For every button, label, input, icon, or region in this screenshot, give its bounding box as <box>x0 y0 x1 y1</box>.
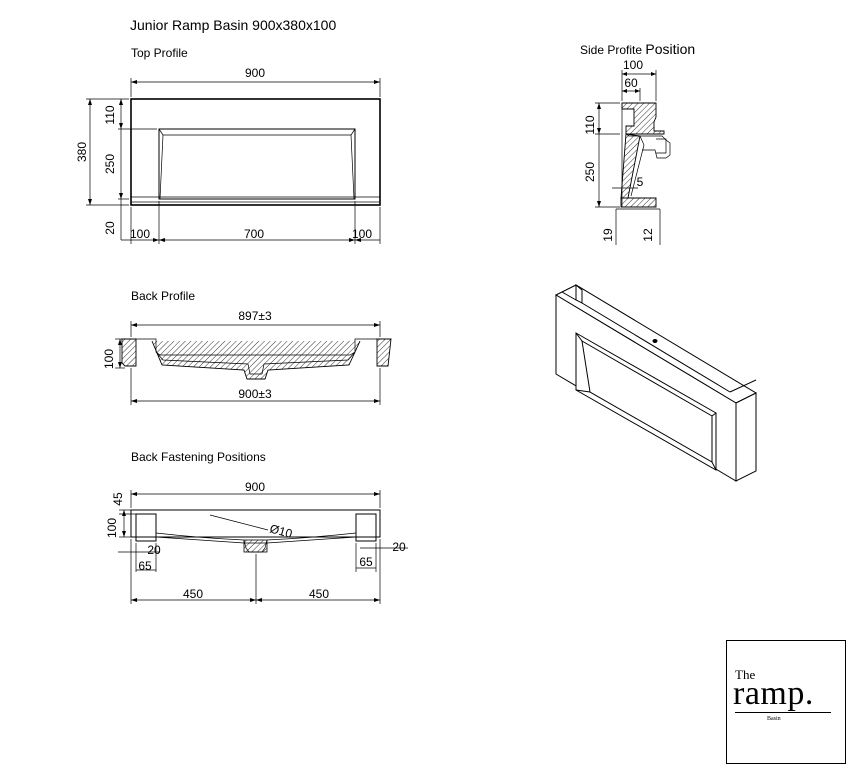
dim-top-rim: 110 <box>103 105 117 124</box>
dim-top-bowl-width: 700 <box>244 227 264 241</box>
logo-sub-text: Basin <box>767 716 781 722</box>
dim-side-right-base: 12 <box>641 228 655 242</box>
side-profile-view: 100 60 110 250 5 19 12 <box>583 58 671 245</box>
dim-side-depth: 100 <box>623 58 643 72</box>
dim-back-height: 100 <box>102 349 116 369</box>
top-bowl-inner <box>159 134 355 200</box>
top-profile-label: Top Profile <box>131 46 188 60</box>
dim-fasten-top-offset: 45 <box>111 492 125 506</box>
dim-fasten-right-bracket: 65 <box>359 555 373 569</box>
dim-fasten-right-half: 450 <box>309 587 329 601</box>
dim-top-front: 20 <box>103 221 117 235</box>
dim-side-slope: 5 <box>637 175 644 189</box>
back-fastening-label: Back Fastening Positions <box>131 450 266 464</box>
dim-back-top-width: 897±3 <box>238 309 272 323</box>
dim-top-width: 900 <box>245 66 265 80</box>
dim-top-right-margin: 100 <box>352 227 372 241</box>
dim-back-bottom-width: 900±3 <box>238 387 272 401</box>
dim-fasten-height: 100 <box>105 518 119 538</box>
top-profile-view: 900 380 110 250 20 100 700 100 <box>75 66 381 244</box>
top-bowl-outer <box>158 128 356 200</box>
dim-side-rim: 110 <box>583 115 597 134</box>
dim-fasten-width: 900 <box>245 480 265 494</box>
dim-top-bowl: 250 <box>103 154 117 174</box>
top-outline <box>130 98 381 206</box>
isometric-view <box>554 283 758 482</box>
dim-fasten-right-gap: 20 <box>392 540 406 554</box>
side-profile-label: Side Profite Position <box>580 41 695 57</box>
dim-fasten-hole: Ø10 <box>268 521 294 540</box>
dim-fasten-left-bracket: 65 <box>138 559 152 573</box>
dim-top-left-margin: 100 <box>130 227 150 241</box>
logo-underline <box>735 712 831 713</box>
side-profile-label-prefix: Side Profite <box>580 43 643 57</box>
logo-the-text: The <box>735 667 756 682</box>
dim-top-depth: 380 <box>75 142 89 162</box>
logo-name-text: ramp. <box>733 675 814 712</box>
dim-side-bowl: 250 <box>583 162 597 182</box>
drawing-title: Junior Ramp Basin 900x380x100 <box>130 17 337 33</box>
dim-fasten-left-half: 450 <box>183 587 203 601</box>
dim-side-inner: 60 <box>624 76 638 90</box>
dim-side-left-base: 19 <box>601 228 615 242</box>
dim-fasten-left-gap: 20 <box>147 543 161 557</box>
side-profile-label-suffix: Position <box>645 41 696 57</box>
back-fastening-view: 900 45 100 Ø10 20 20 65 65 450 450 <box>105 480 408 604</box>
back-profile-label: Back Profile <box>131 289 196 303</box>
brand-logo: The ramp. Basin <box>726 640 846 764</box>
back-profile-view: 897±3 900±3 100 <box>102 309 392 405</box>
top-inner-outline <box>130 98 381 203</box>
